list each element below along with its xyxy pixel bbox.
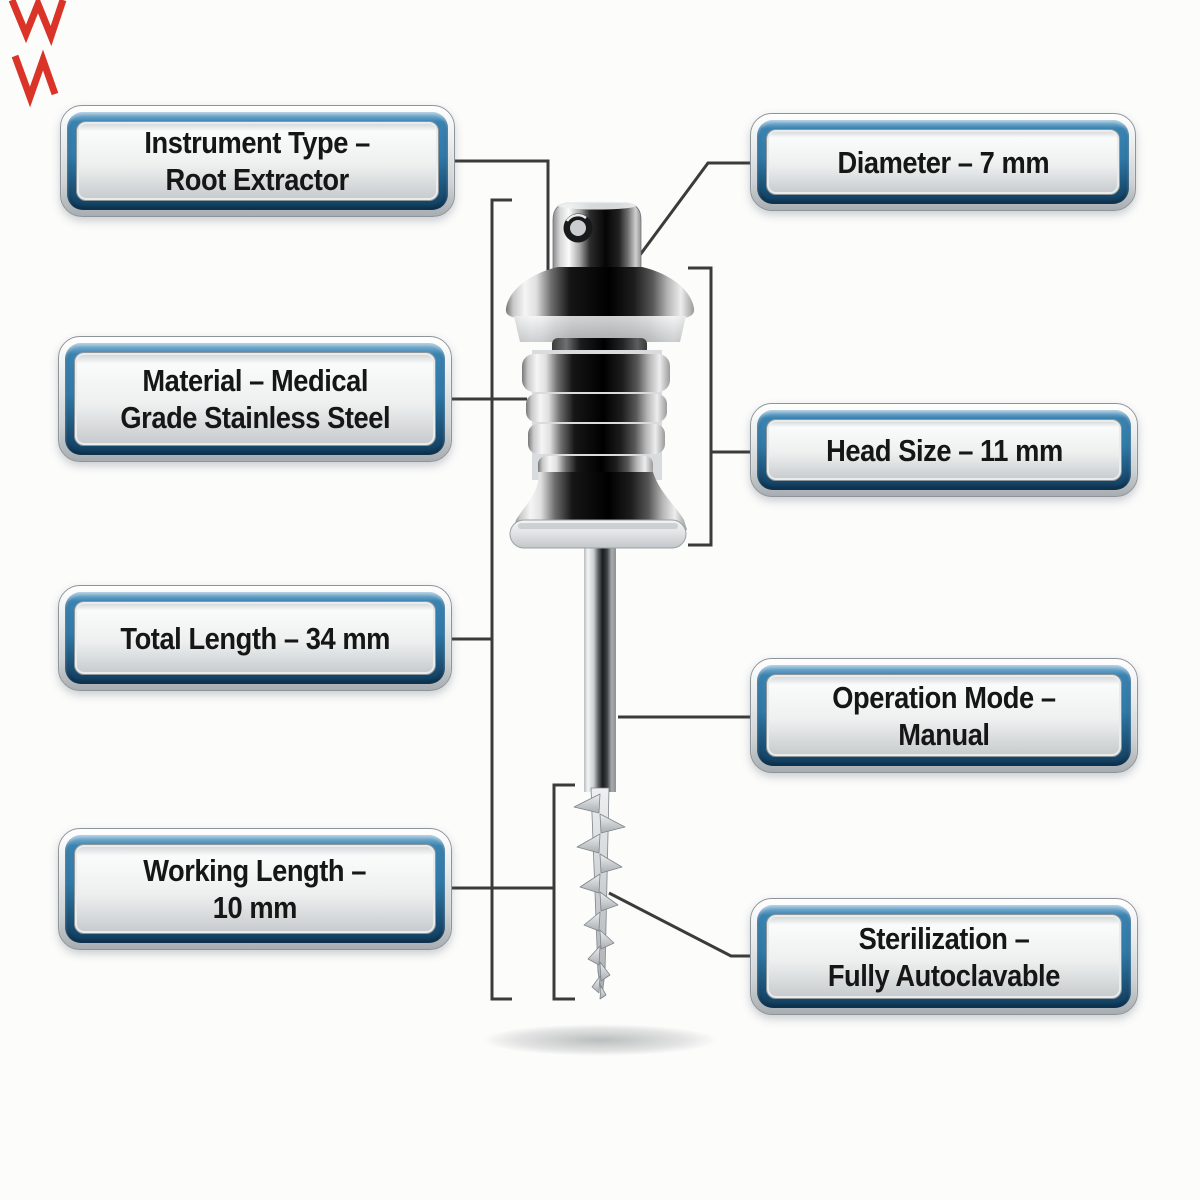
label-text: Manual — [898, 716, 990, 752]
handle-rib — [522, 354, 670, 392]
connector-instrument-type — [455, 159, 550, 280]
label-text: Fully Autoclavable — [827, 957, 1061, 993]
badge-blue-ring: Working Length – 10 mm — [65, 835, 445, 943]
badge-blue-ring: Material – Medical Grade Stainless Steel — [65, 343, 445, 455]
instrument-top-knob — [552, 201, 642, 271]
label-diameter: Diameter – 7 mm — [750, 113, 1136, 211]
bracket-total-length — [490, 198, 512, 1001]
badge-blue-ring: Sterilization – Fully Autoclavable — [757, 905, 1131, 1008]
red-watermark-icon — [8, 0, 67, 108]
instrument-shaft — [584, 540, 616, 792]
label-text: Material – Medical — [142, 363, 368, 398]
badge-blue-ring: Head Size – 11 mm — [757, 410, 1131, 490]
label-operation-mode: Operation Mode – Manual — [750, 658, 1138, 773]
badge-blue-ring: Operation Mode – Manual — [757, 665, 1131, 766]
handle-dome — [505, 267, 695, 322]
handle-bell — [513, 472, 687, 530]
badge-plate: Instrument Type – Root Extractor — [76, 121, 439, 201]
connector-sterilization — [608, 891, 750, 958]
root-extractor-illustration — [482, 201, 718, 1056]
label-text: Working Length – — [143, 853, 367, 888]
instrument-screw-threads — [573, 787, 626, 1000]
badge-blue-ring: Total Length – 34 mm — [65, 592, 445, 684]
label-material: Material – Medical Grade Stainless Steel — [58, 336, 452, 462]
handle-rib — [528, 424, 665, 454]
badge-plate: Diameter – 7 mm — [766, 129, 1120, 195]
label-head-size: Head Size – 11 mm — [750, 403, 1138, 497]
floor-shadow — [482, 1024, 718, 1056]
label-text: Grade Stainless Steel — [120, 400, 390, 435]
label-sterilization: Sterilization – Fully Autoclavable — [750, 898, 1138, 1015]
badge-plate: Head Size – 11 mm — [766, 419, 1122, 481]
bracket-working-length — [552, 783, 575, 1001]
badge-plate: Working Length – 10 mm — [74, 844, 436, 934]
label-text: Sterilization – — [858, 920, 1030, 956]
bracket-head-size — [688, 266, 713, 547]
label-working-length: Working Length – 10 mm — [58, 828, 452, 950]
label-text: Operation Mode – — [832, 679, 1056, 715]
badge-plate: Material – Medical Grade Stainless Steel — [74, 352, 436, 446]
label-text: Total Length – 34 mm — [120, 620, 390, 656]
badge-blue-ring: Instrument Type – Root Extractor — [67, 112, 448, 210]
label-text: Instrument Type – — [144, 125, 371, 160]
label-text: Root Extractor — [165, 162, 350, 197]
badge-plate: Total Length – 34 mm — [74, 601, 436, 675]
label-text: Diameter – 7 mm — [837, 144, 1049, 180]
label-instrument-type: Instrument Type – Root Extractor — [60, 105, 455, 217]
label-total-length: Total Length – 34 mm — [58, 585, 452, 691]
handle-rib — [526, 394, 667, 422]
badge-blue-ring: Diameter – 7 mm — [757, 120, 1129, 204]
label-text: Head Size – 11 mm — [825, 432, 1063, 468]
connector-diameter — [635, 161, 750, 260]
badge-plate: Sterilization – Fully Autoclavable — [766, 914, 1122, 999]
badge-plate: Operation Mode – Manual — [766, 674, 1122, 757]
instrument-handle — [505, 267, 695, 549]
label-text: 10 mm — [212, 890, 298, 925]
